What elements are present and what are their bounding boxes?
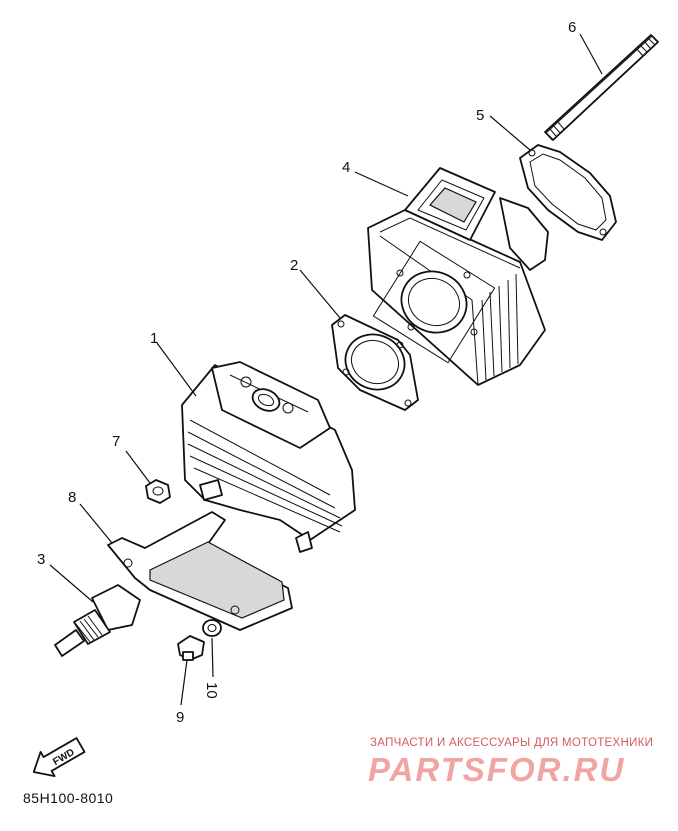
callout-10: 10 (203, 682, 220, 699)
callout-9: 9 (176, 709, 184, 726)
nut-part (145, 479, 171, 504)
cover-plate-part (107, 511, 293, 631)
cylinder-head-part (181, 361, 356, 553)
cylinder-gasket-part (519, 144, 617, 241)
callout-6: 6 (568, 19, 576, 36)
callout-4: 4 (342, 159, 350, 176)
callout-1: 1 (150, 330, 158, 347)
stud-bolt-part (544, 34, 659, 141)
callout-7: 7 (112, 433, 120, 450)
washer-part (202, 619, 222, 637)
callout-5: 5 (476, 107, 484, 124)
watermark-logo: PARTSFOR.RU (368, 751, 626, 788)
bolt-part (177, 635, 205, 661)
leader-lines (49, 33, 603, 706)
callout-2: 2 (290, 257, 298, 274)
callout-8: 8 (68, 489, 76, 506)
cylinder-head-gasket-part (331, 314, 419, 411)
fwd-arrow-icon: FWD (32, 737, 86, 778)
callout-numbers: 6 5 4 2 1 7 8 3 9 10 (37, 19, 576, 726)
watermark-tagline: ЗАПЧАСТИ И АКСЕССУАРЫ ДЛЯ МОТОТЕХНИКИ (370, 737, 654, 749)
drawing-code: 85H100-8010 (23, 790, 114, 806)
cylinder-part (367, 167, 549, 386)
callout-3: 3 (37, 551, 45, 568)
spark-plug-part (54, 584, 141, 657)
